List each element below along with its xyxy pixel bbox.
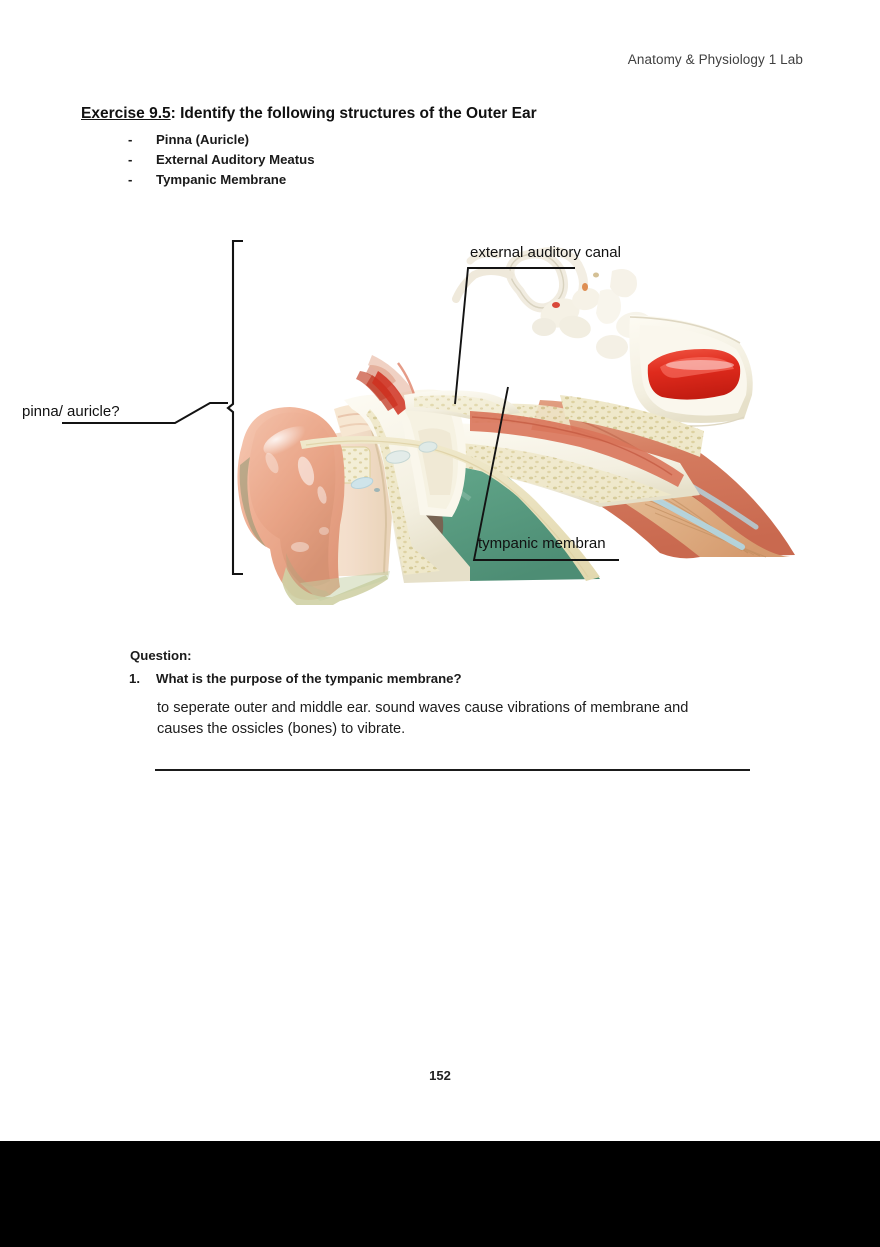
running-header-course-title: Anatomy & Physiology 1 Lab xyxy=(627,52,803,67)
annotation-pinna-auricle: pinna/ auricle? xyxy=(22,403,120,420)
exercise-title: Identify the following structures of the… xyxy=(180,105,537,122)
annotation-external-auditory-canal: external auditory canal xyxy=(470,244,621,261)
list-item-label: Pinna (Auricle) xyxy=(156,132,250,147)
question-item: 1. What is the purpose of the tympanic m… xyxy=(129,671,462,686)
question-prompt: What is the purpose of the tympanic memb… xyxy=(156,671,462,686)
exercise-separator: : xyxy=(170,105,181,122)
ear-model-illustration xyxy=(237,247,795,605)
structure-list: - Pinna (Auricle) - External Auditory Me… xyxy=(128,132,315,192)
bottom-black-band xyxy=(0,1141,880,1247)
bullet-dash-icon: - xyxy=(128,152,133,167)
annotation-tympanic-membrane: tympanic membran xyxy=(478,535,606,552)
list-item: - External Auditory Meatus xyxy=(128,152,315,172)
list-item: - Pinna (Auricle) xyxy=(128,132,315,152)
question-number: 1. xyxy=(129,671,140,686)
list-item-label: External Auditory Meatus xyxy=(156,152,315,167)
exercise-number: Exercise 9.5 xyxy=(81,105,171,122)
question-answer-text[interactable]: to seperate outer and middle ear. sound … xyxy=(157,700,689,737)
inner-ear-structures xyxy=(452,247,654,362)
question-section-label: Question: xyxy=(130,648,192,663)
list-item: - Tympanic Membrane xyxy=(128,172,315,192)
page-title: Exercise 9.5: Identify the following str… xyxy=(81,105,537,123)
bullet-dash-icon: - xyxy=(128,172,133,187)
ear-model-figure xyxy=(0,195,880,605)
list-item-label: Tympanic Membrane xyxy=(156,172,287,187)
page-number: 152 xyxy=(429,1068,451,1083)
bullet-dash-icon: - xyxy=(128,132,133,147)
answer-writing-line xyxy=(155,769,750,771)
